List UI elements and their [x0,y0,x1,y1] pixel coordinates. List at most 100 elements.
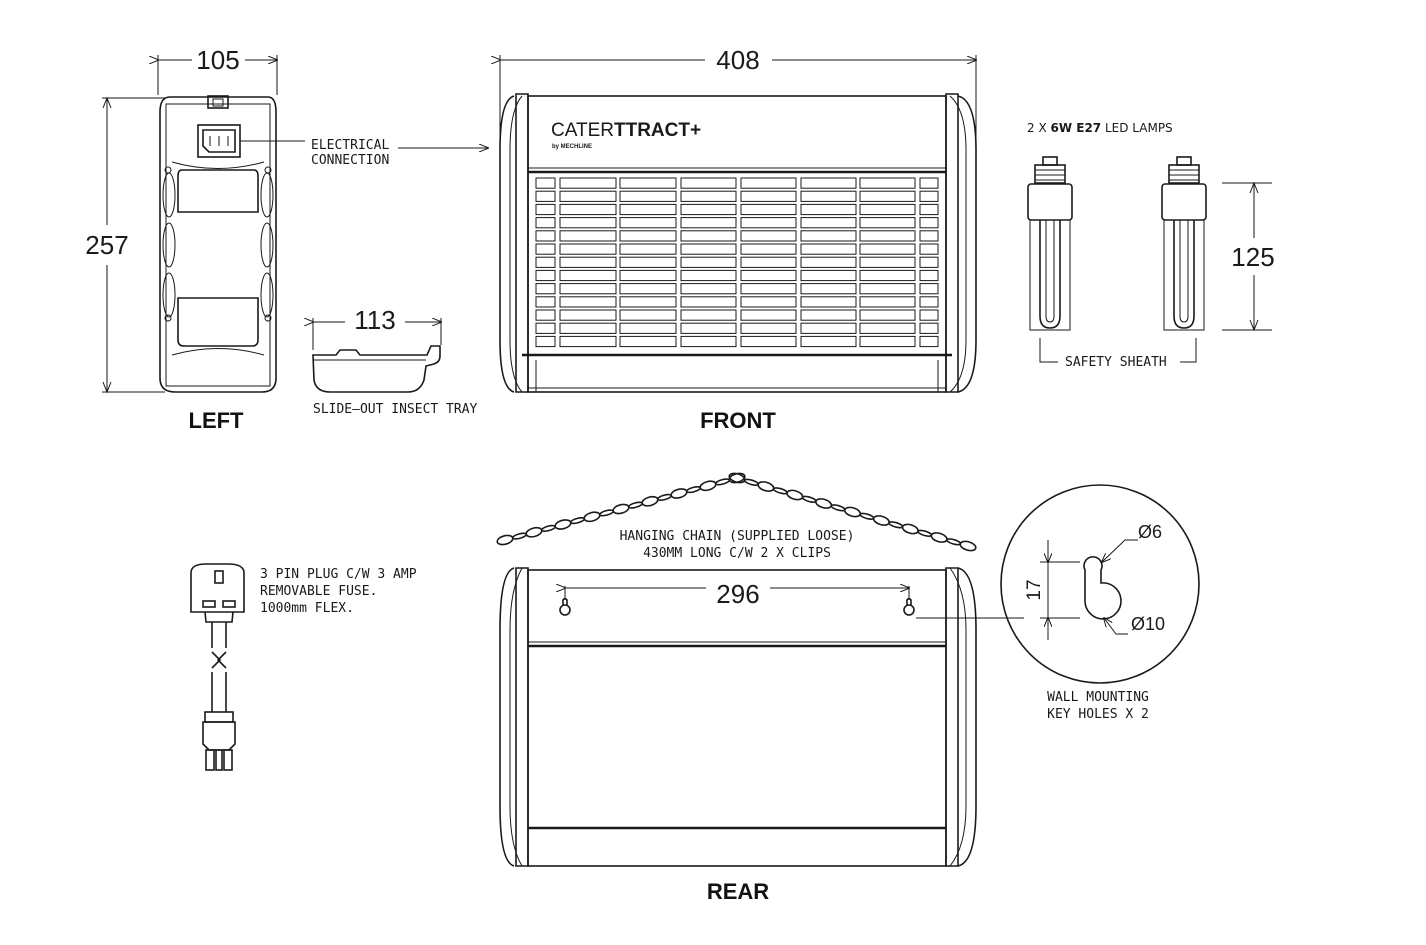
logo-plus: + [690,120,701,141]
grille-cell [859,269,916,282]
insect-tray [312,345,441,393]
chain-link [699,480,717,492]
grille-cell [859,335,916,348]
chain-link [569,517,586,525]
chain-link [714,478,731,486]
grille-cell [535,296,556,308]
grille-cell [559,203,617,216]
grille-cell [859,177,916,189]
grille-cell [535,243,556,255]
chain-link [511,532,528,540]
grille-cell [535,283,556,295]
front-view [499,93,977,393]
chain-link [959,540,977,552]
front-grid [535,177,939,348]
grille-cell [680,217,737,229]
dim-lamp-height: 125 [1231,242,1274,272]
chain-link [772,487,788,495]
grille-cell [619,322,677,334]
keyhole-right [903,597,915,616]
grille-cell [859,322,916,334]
label-electrical-2: CONNECTION [311,153,389,168]
rear-view [499,567,977,867]
chain-link [540,524,557,532]
grille-cell [535,230,556,242]
grille-cell [535,309,556,321]
grille-cell [800,309,857,321]
grille-cell [800,335,857,348]
chain-link [946,538,962,546]
dim-tray-width: 113 [354,305,395,335]
chain-link [685,486,702,494]
grille-cell [919,256,939,268]
grille-cell [919,309,939,321]
logo-byline: by MECHLINE [552,144,592,150]
chain-link [830,504,846,512]
label-chain-2: 430MM LONG C/W 2 X CLIPS [643,546,831,561]
grille-cell [740,322,797,334]
grille-cell [535,177,556,189]
grille-cell [680,190,737,202]
logo-brand-light: CATER [551,120,614,141]
grille-cell [919,177,939,189]
grille-cell [559,322,617,334]
view-title-left: LEFT [189,408,245,433]
grille-cell [559,243,617,255]
grille-cell [680,203,737,216]
chain-link [901,523,919,535]
grille-cell [800,203,857,216]
grille-cell [800,296,857,308]
grille-cell [680,296,737,308]
grille-cell [919,296,939,308]
grille-cell [535,203,556,216]
tray-dimension [313,318,441,350]
grille-cell [919,322,939,334]
chain-link [917,529,933,537]
grille-cell [800,283,857,295]
grille-cell [800,177,857,189]
svg-text:CATERTTRACT+: CATERTTRACT+ [551,120,701,141]
grille-cell [559,256,617,268]
grille-cell [859,283,916,295]
chain-link [786,489,804,501]
front-dimension [500,55,976,160]
grille-cell [919,269,939,282]
grille-cell [559,230,617,242]
label-lamps-prefix: 2 X [1027,121,1050,135]
dim-keyhole-large: Ø10 [1131,614,1165,634]
label-tray: SLIDE–OUT INSECT TRAY [313,402,478,417]
chain-link [656,493,673,501]
plug [190,563,245,771]
grille-cell [740,269,797,282]
hanging-chain [496,472,977,552]
grille-cell [859,190,916,202]
grille-cell [800,269,857,282]
grille-cell [740,256,797,268]
grille-cell [619,177,677,189]
label-wall-1: WALL MOUNTING [1047,690,1149,705]
dim-front-width: 408 [716,45,759,75]
chain-link [743,478,759,486]
grille-cell [919,243,939,255]
lamp-dimension [1222,181,1272,332]
grille-cell [619,335,677,348]
grille-cell [740,230,797,242]
grille-cell [740,283,797,295]
grille-cell [559,283,617,295]
grille-cell [800,243,857,255]
grille-cell [919,230,939,242]
grille-cell [535,256,556,268]
rear-dimension [565,586,1024,619]
chain-link [859,512,875,520]
grille-cell [559,335,617,348]
brand-logo: CATERTTRACT+ by MECHLINE [551,120,701,150]
chain-link [612,503,630,515]
grille-cell [740,217,797,229]
grille-cell [919,190,939,202]
chain-link [757,481,775,492]
grille-cell [619,269,677,282]
grille-cell [559,217,617,229]
dim-keyhole-spacing: 296 [716,579,759,609]
chain-link [888,521,904,529]
